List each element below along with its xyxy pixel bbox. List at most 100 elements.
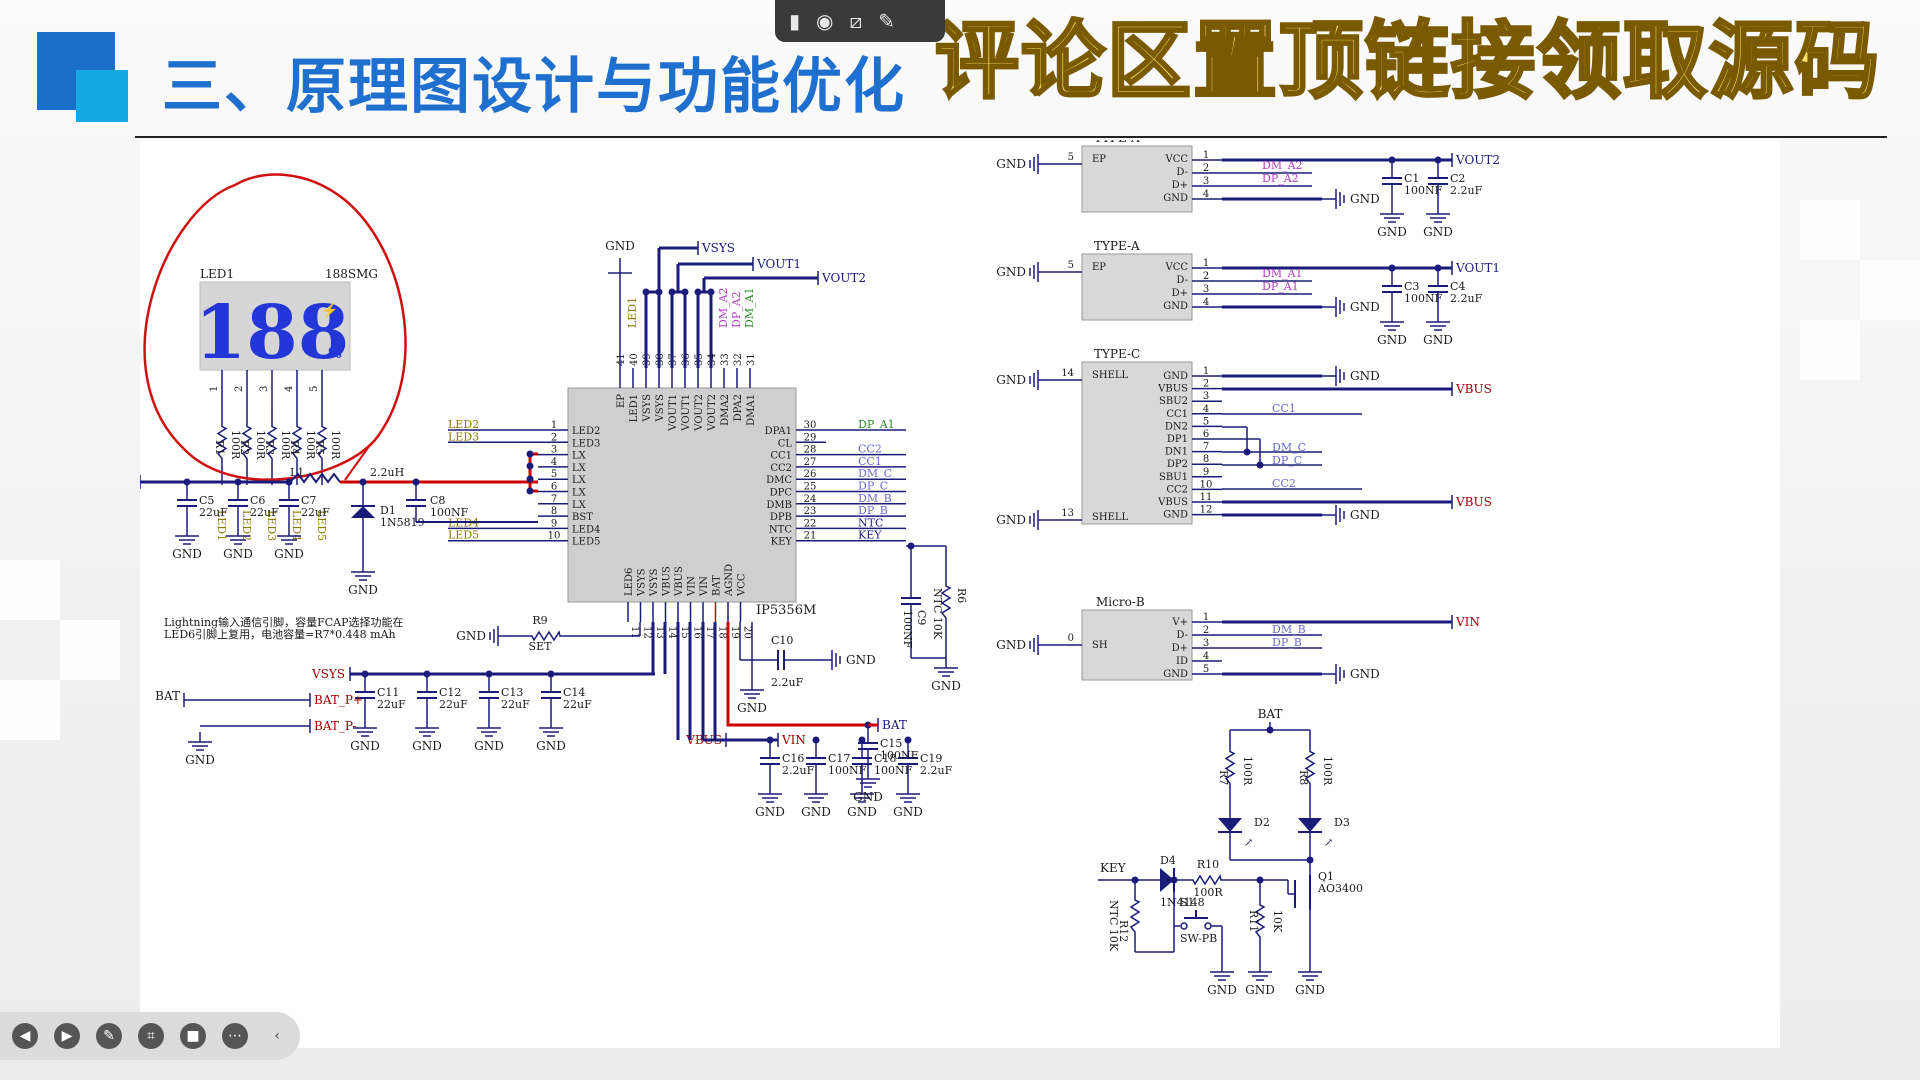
annotation-circle [143,173,407,481]
player-controls: ◀ ▶ ✎ ⌗ ■ ⋯ ‹ [0,1012,300,1060]
record-icon[interactable]: ◉ [816,9,834,33]
vbus-cap: 2.2uF [782,764,815,777]
microb-title: Micro-B [1096,595,1145,609]
led-diode [1218,818,1242,832]
prev-icon[interactable]: ◀ [12,1023,38,1049]
ic-pin-name: CC2 [770,463,792,474]
led-diode [1298,818,1322,832]
more-icon[interactable]: ⋯ [222,1023,248,1049]
bus-junction [655,288,663,296]
ic-pin-name: VBUS [674,566,685,597]
input-cap: 22uF [250,506,279,519]
led-ref: D2 [1254,816,1270,829]
led-res-ref: R2 [238,440,251,455]
ic-pin-name: VBUS [662,566,673,597]
typea-ep-num: 5 [1068,152,1074,163]
microb-body [1081,609,1193,681]
ic-pin-name: CC1 [770,451,792,462]
microb-pin-name: V+ [1171,617,1188,628]
gnd-label: GND [1350,192,1380,206]
vsys-port: VSYS [311,667,345,681]
microb-pin-num: 4 [1203,651,1209,662]
ic-pin-num: 40 [629,353,640,366]
vbus-cap: 100NF [828,764,867,777]
c10-ref: C10 [771,634,793,647]
r8-value: 100R [1321,756,1334,786]
typea-ep-num: 5 [1068,260,1074,271]
typec-body [1081,361,1193,525]
bat-port: BAT [155,689,180,703]
ic-pin-name: VOUT1 [668,394,679,432]
typea-pin-name: D- [1176,275,1188,286]
led1-ref: LED1 [200,267,234,281]
collapse-icon[interactable]: ‹ [274,1028,280,1044]
next-icon[interactable]: ▶ [54,1023,80,1049]
typec-pin-num: 9 [1203,467,1209,478]
typea-pin-num: 4 [1203,297,1209,308]
ic-pin-name: BAT [712,575,723,596]
typec-pin-num: 6 [1203,429,1209,440]
ic-net-label: LED2 [448,418,479,431]
c15-cap: C15 [880,737,902,750]
ic-pin-num: 25 [804,482,817,493]
typea-pin-num: 3 [1203,284,1209,295]
ic-pin-name: LED3 [572,438,600,449]
typec-pin-num: 3 [1203,391,1209,402]
vsys-cap: C14 [563,686,585,699]
lx-junction [526,475,534,483]
lx-bracket [528,452,538,493]
ic-pin-num: 2 [551,432,557,443]
typec-junction [1256,461,1264,469]
gnd-label: GND [412,739,442,753]
typec-pin-num: 11 [1200,492,1213,503]
r8-resistor [1304,730,1316,805]
led-pin-num: 2 [234,386,245,392]
ic-pin-num: 26 [804,469,817,480]
typea-pin-name: VCC [1164,154,1188,165]
typea-pin-num: 1 [1203,150,1209,161]
ic-pin-num: 13 [654,626,665,639]
s1-ref: S1 [1180,896,1195,909]
gnd-label: GND [996,373,1026,387]
typec-cc1-label: CC1 [1272,402,1296,415]
vbus-cap: 2.2uF [920,764,953,777]
camera-icon[interactable]: ■ [180,1023,206,1049]
led-res-val: 100R [254,430,267,460]
typec-title: TYPE-C [1094,347,1140,361]
gnd-label: GND [1423,333,1453,347]
ic-pin-num: 17 [704,626,715,639]
pen-icon[interactable]: ✎ [878,9,895,33]
led-light-icon: ↗ [1244,836,1253,849]
gnd-label: GND [474,739,504,753]
screen-icon[interactable]: ⧄ [849,9,863,33]
typec-pin-name: VBUS [1157,497,1188,508]
led-res-ref: R1 [213,440,226,455]
r11-ref: R11 [1247,910,1260,932]
microb-sh-num: 0 [1068,633,1074,644]
gnd-label: GND [1423,225,1453,239]
ic-pin-name: KEY [771,537,793,548]
capture-icon[interactable]: ⌗ [138,1023,164,1049]
signal-icon[interactable]: ▮ [789,9,801,33]
vsys-cap: 22uF [439,698,468,711]
s1-contact [1180,922,1188,930]
gnd-label: GND [1350,369,1380,383]
gnd-label: GND [996,157,1026,171]
typea-title: TYPE-A [1094,239,1140,253]
pen-icon[interactable]: ✎ [96,1023,122,1049]
typea-cap: 2.2uF [1450,292,1483,305]
c8-ref: C8 [430,494,445,507]
gnd-label: GND [847,805,877,819]
typea-cap: 100NF [1404,184,1443,197]
ic-net-label: LED5 [448,529,479,542]
vsys-cap: C12 [439,686,461,699]
r10-resistor [1174,874,1240,886]
ic-pin-name: NTC [769,524,792,535]
d4-diode [1160,868,1174,892]
led-resistor [291,410,303,475]
ic-pin-num: 10 [548,531,561,542]
vout-port: VOUT1 [1455,261,1500,275]
deco-square [60,620,120,680]
typec-pin-num: 1 [1203,366,1209,377]
